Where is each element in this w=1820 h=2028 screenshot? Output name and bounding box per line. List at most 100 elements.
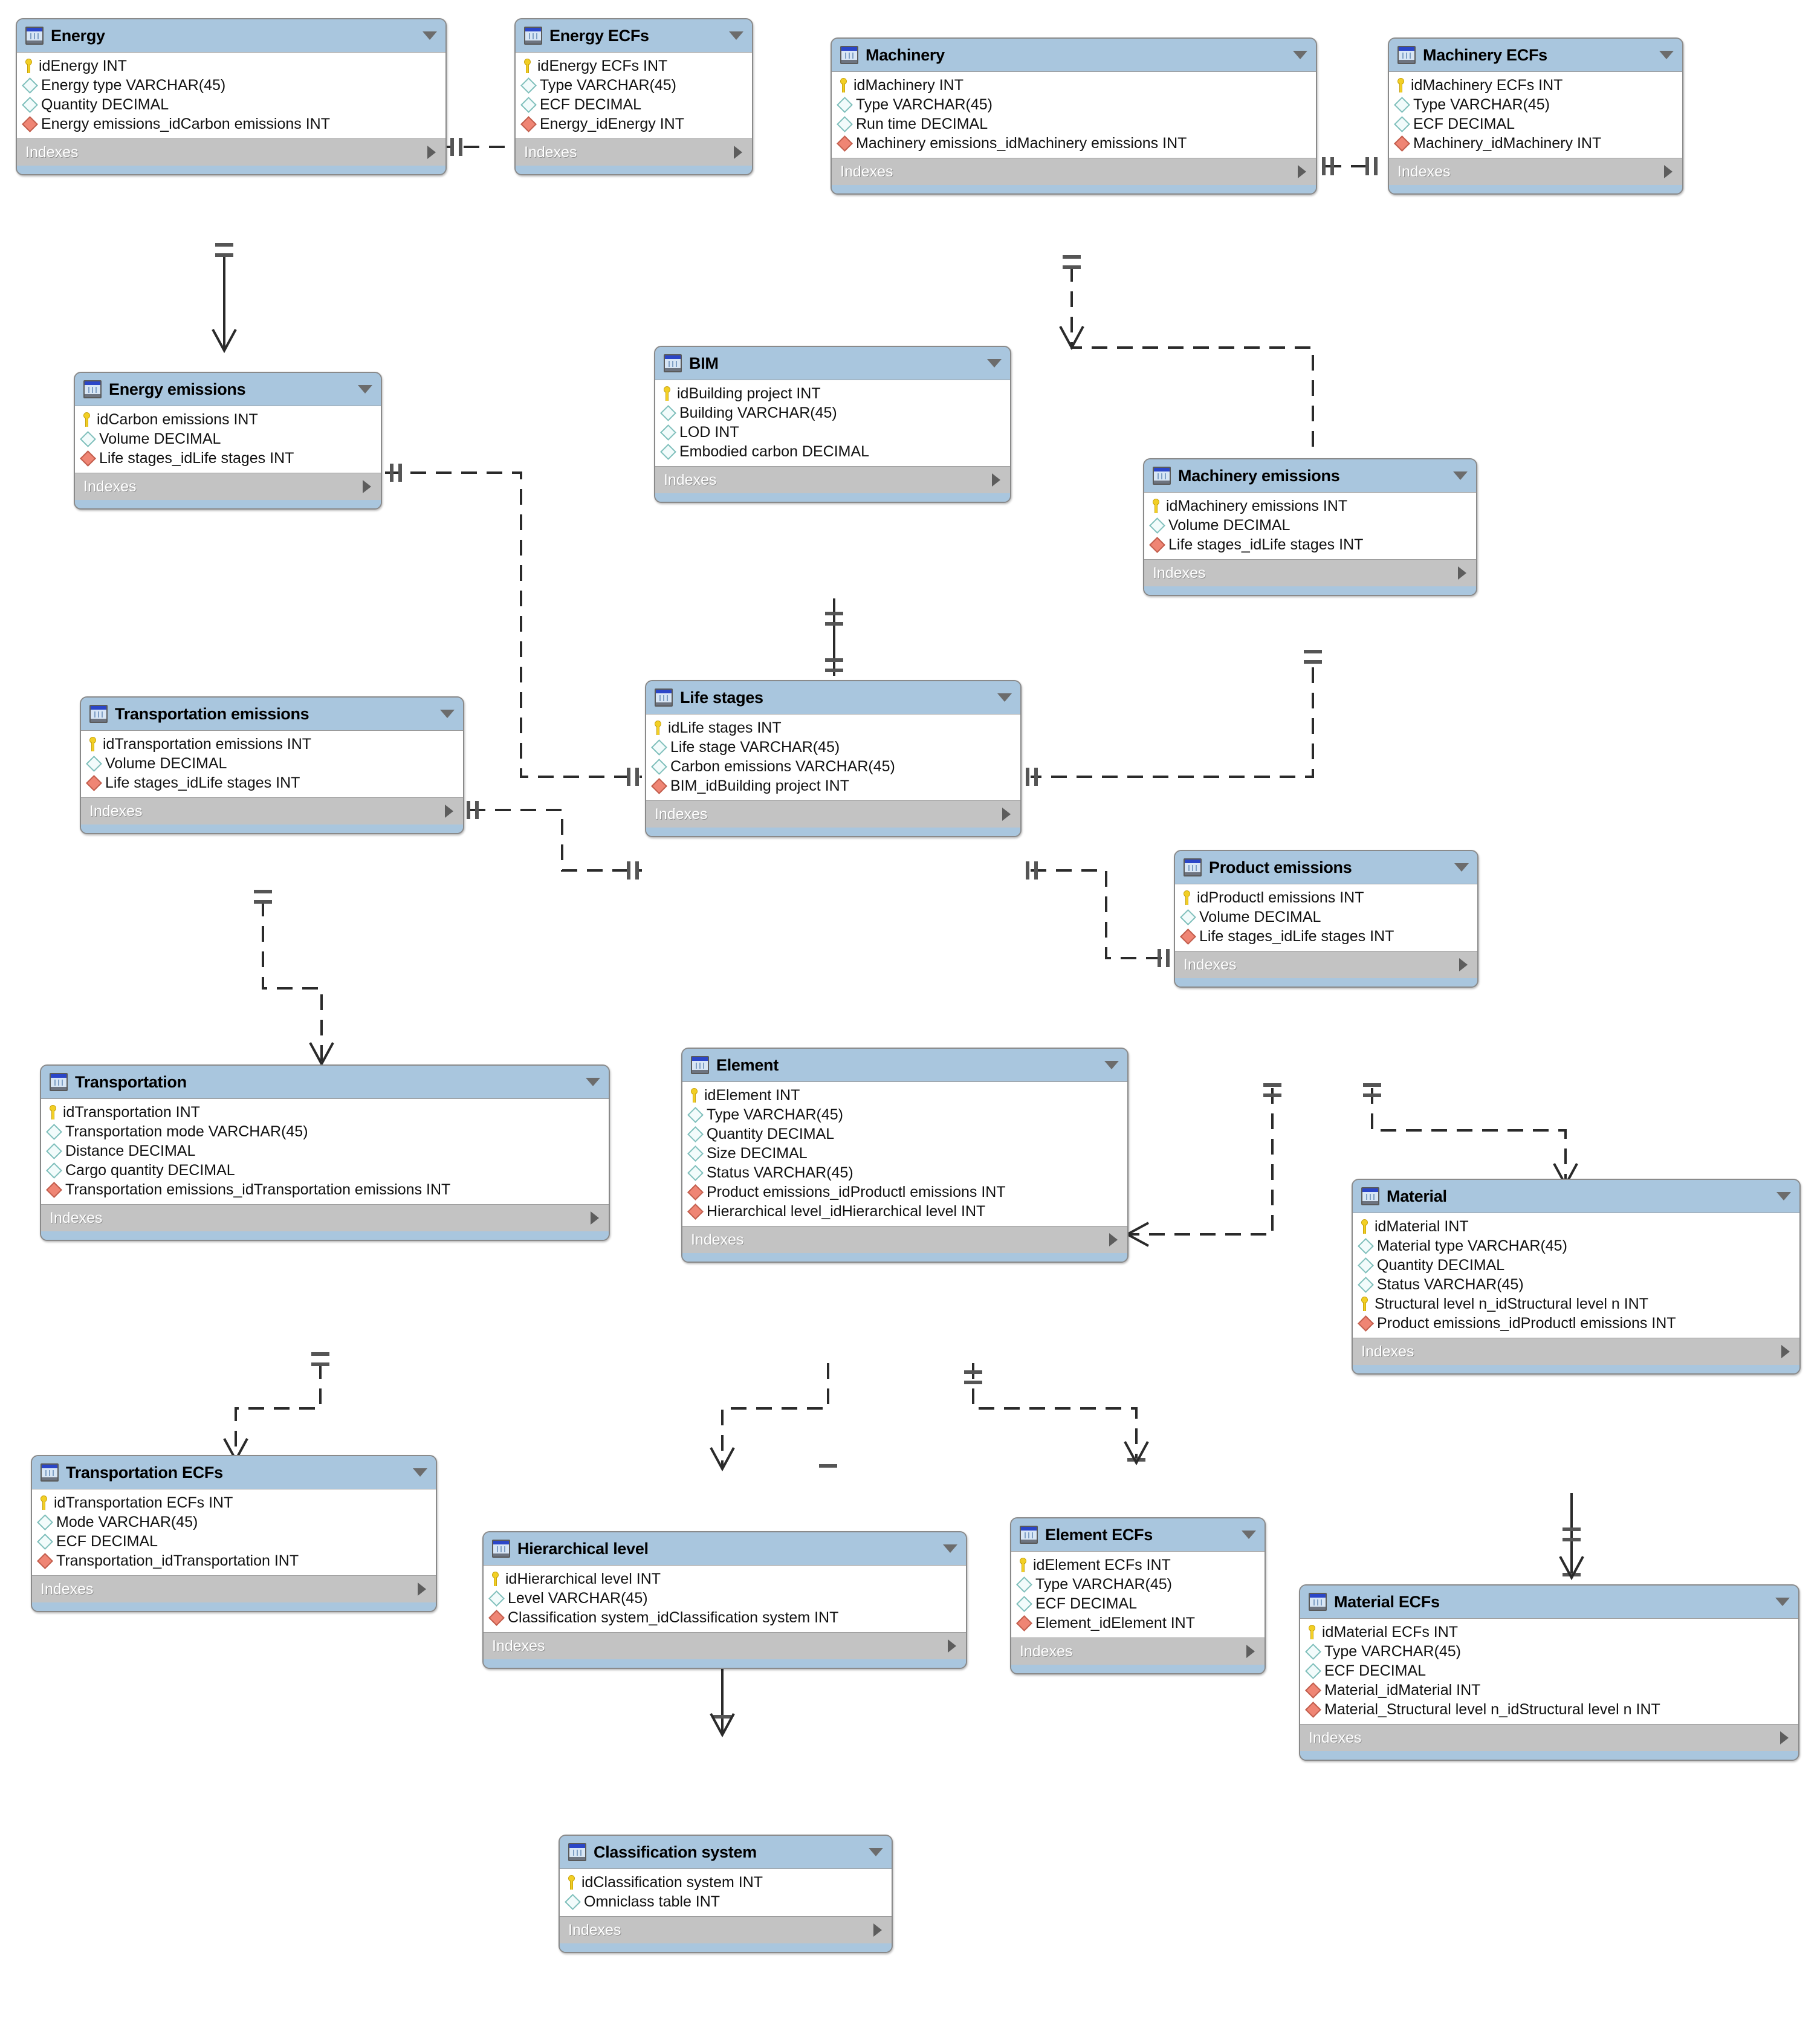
table-column[interactable]: Type VARCHAR(45) <box>1389 95 1682 114</box>
table-column[interactable]: idBuilding project INT <box>655 384 1010 403</box>
indexes-section-transportation_ecfs[interactable]: Indexes <box>32 1576 436 1602</box>
table-header-energy_ecfs[interactable]: Energy ECFs <box>516 19 752 52</box>
chevron-right-icon[interactable] <box>1109 1233 1118 1246</box>
indexes-section-hierarchical_level[interactable]: Indexes <box>484 1633 966 1659</box>
chevron-right-icon[interactable] <box>1298 165 1306 178</box>
chevron-down-icon[interactable] <box>869 1848 883 1856</box>
indexes-section-machinery[interactable]: Indexes <box>832 158 1316 185</box>
table-column[interactable]: Mode VARCHAR(45) <box>32 1512 436 1532</box>
table-column[interactable]: Material type VARCHAR(45) <box>1353 1236 1799 1255</box>
table-header-hierarchical_level[interactable]: Hierarchical level <box>484 1532 966 1565</box>
chevron-down-icon[interactable] <box>440 710 455 718</box>
indexes-section-machinery_emissions[interactable]: Indexes <box>1144 560 1476 586</box>
chevron-down-icon[interactable] <box>943 1544 957 1553</box>
table-column[interactable]: ECF DECIMAL <box>1389 114 1682 134</box>
table-column[interactable]: idMachinery ECFs INT <box>1389 76 1682 95</box>
table-header-element[interactable]: Element <box>682 1049 1127 1081</box>
table-column[interactable]: Type VARCHAR(45) <box>516 76 752 95</box>
indexes-section-material[interactable]: Indexes <box>1353 1338 1799 1365</box>
table-column[interactable]: Status VARCHAR(45) <box>682 1163 1127 1182</box>
chevron-down-icon[interactable] <box>997 693 1012 702</box>
table-column[interactable]: Energy emissions_idCarbon emissions INT <box>17 114 445 134</box>
indexes-section-material_ecfs[interactable]: Indexes <box>1300 1725 1798 1751</box>
table-column[interactable]: Energy type VARCHAR(45) <box>17 76 445 95</box>
table-header-transportation[interactable]: Transportation <box>41 1066 609 1098</box>
indexes-section-transportation_emissions[interactable]: Indexes <box>81 798 463 824</box>
chevron-right-icon[interactable] <box>363 480 371 493</box>
chevron-down-icon[interactable] <box>1775 1598 1790 1606</box>
table-column[interactable]: idMaterial ECFs INT <box>1300 1622 1798 1642</box>
indexes-section-life_stages[interactable]: Indexes <box>646 801 1020 828</box>
table-column[interactable]: Hierarchical level_idHierarchical level … <box>682 1202 1127 1221</box>
table-column[interactable]: ECF DECIMAL <box>1011 1594 1265 1613</box>
table-column[interactable]: Status VARCHAR(45) <box>1353 1275 1799 1294</box>
table-column[interactable]: Type VARCHAR(45) <box>682 1105 1127 1124</box>
chevron-right-icon[interactable] <box>948 1639 956 1653</box>
table-column[interactable]: idClassification system INT <box>560 1873 892 1892</box>
table-header-bim[interactable]: BIM <box>655 347 1010 380</box>
table-column[interactable]: Material_idMaterial INT <box>1300 1680 1798 1700</box>
chevron-down-icon[interactable] <box>1242 1531 1256 1539</box>
indexes-section-product_emissions[interactable]: Indexes <box>1175 951 1477 978</box>
table-header-classification_system[interactable]: Classification system <box>560 1836 892 1868</box>
table-header-energy[interactable]: Energy <box>17 19 445 52</box>
table-column[interactable]: idEnergy INT <box>17 56 445 76</box>
table-column[interactable]: idMaterial INT <box>1353 1217 1799 1236</box>
table-column[interactable]: Life stages_idLife stages INT <box>1144 535 1476 554</box>
table-column[interactable]: Transportation mode VARCHAR(45) <box>41 1122 609 1141</box>
table-column[interactable]: Transportation emissions_idTransportatio… <box>41 1180 609 1199</box>
chevron-down-icon[interactable] <box>1104 1061 1119 1069</box>
table-column[interactable]: ECF DECIMAL <box>1300 1661 1798 1680</box>
chevron-down-icon[interactable] <box>1776 1192 1791 1200</box>
chevron-right-icon[interactable] <box>1002 808 1011 821</box>
table-column[interactable]: idTransportation emissions INT <box>81 734 463 754</box>
chevron-right-icon[interactable] <box>734 146 742 159</box>
indexes-section-energy_emissions[interactable]: Indexes <box>75 473 381 500</box>
chevron-right-icon[interactable] <box>1664 165 1673 178</box>
chevron-right-icon[interactable] <box>427 146 436 159</box>
table-column[interactable]: idElement INT <box>682 1086 1127 1105</box>
chevron-right-icon[interactable] <box>1459 958 1468 971</box>
table-column[interactable]: Product emissions_idProductl emissions I… <box>1353 1314 1799 1333</box>
table-column[interactable]: BIM_idBuilding project INT <box>646 776 1020 795</box>
table-header-transportation_ecfs[interactable]: Transportation ECFs <box>32 1456 436 1489</box>
table-column[interactable]: Quantity DECIMAL <box>682 1124 1127 1144</box>
indexes-section-transportation[interactable]: Indexes <box>41 1205 609 1231</box>
chevron-right-icon[interactable] <box>445 805 453 818</box>
table-column[interactable]: idTransportation INT <box>41 1103 609 1122</box>
indexes-section-element_ecfs[interactable]: Indexes <box>1011 1638 1265 1665</box>
table-header-machinery[interactable]: Machinery <box>832 39 1316 71</box>
table-header-material_ecfs[interactable]: Material ECFs <box>1300 1586 1798 1618</box>
chevron-right-icon[interactable] <box>1781 1345 1790 1358</box>
table-column[interactable]: ECF DECIMAL <box>32 1532 436 1551</box>
table-column[interactable]: Embodied carbon DECIMAL <box>655 442 1010 461</box>
chevron-right-icon[interactable] <box>1246 1645 1255 1658</box>
table-column[interactable]: idElement ECFs INT <box>1011 1555 1265 1575</box>
table-hierarchical_level[interactable]: Hierarchical level idHierarchical level I… <box>482 1531 967 1669</box>
table-column[interactable]: Type VARCHAR(45) <box>1011 1575 1265 1594</box>
table-column[interactable]: Life stages_idLife stages INT <box>81 773 463 792</box>
indexes-section-energy[interactable]: Indexes <box>17 139 445 166</box>
table-column[interactable]: idMachinery emissions INT <box>1144 496 1476 516</box>
chevron-down-icon[interactable] <box>586 1078 600 1086</box>
chevron-down-icon[interactable] <box>1293 51 1307 59</box>
indexes-section-bim[interactable]: Indexes <box>655 467 1010 493</box>
indexes-section-classification_system[interactable]: Indexes <box>560 1917 892 1943</box>
table-column[interactable]: idHierarchical level INT <box>484 1569 966 1589</box>
chevron-down-icon[interactable] <box>423 31 437 40</box>
table-header-machinery_ecfs[interactable]: Machinery ECFs <box>1389 39 1682 71</box>
table-column[interactable]: ECF DECIMAL <box>516 95 752 114</box>
table-column[interactable]: Volume DECIMAL <box>1175 907 1477 927</box>
table-column[interactable]: Omniclass table INT <box>560 1892 892 1911</box>
